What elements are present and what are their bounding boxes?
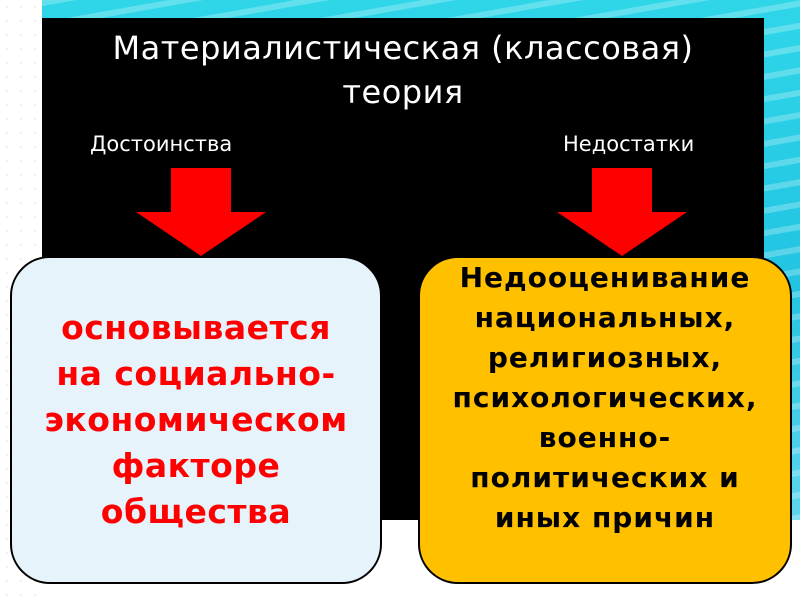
title-band: Материалистическая (классовая) теория: [42, 18, 764, 122]
disadvantages-box: Недооценивание национальных, религиозных…: [418, 256, 792, 584]
advantages-text: основывается на социально-экономическом …: [44, 308, 348, 531]
advantages-label: Достоинства: [90, 132, 233, 156]
slide-title: Материалистическая (классовая) теория: [112, 29, 694, 111]
advantages-box: основывается на социально-экономическом …: [10, 256, 382, 584]
arrow-down-icon: [557, 168, 687, 256]
arrow-down-icon: [136, 168, 266, 256]
disadvantages-text: Недооценивание национальных, религиозных…: [452, 261, 758, 534]
disadvantages-label: Недостатки: [563, 132, 695, 156]
